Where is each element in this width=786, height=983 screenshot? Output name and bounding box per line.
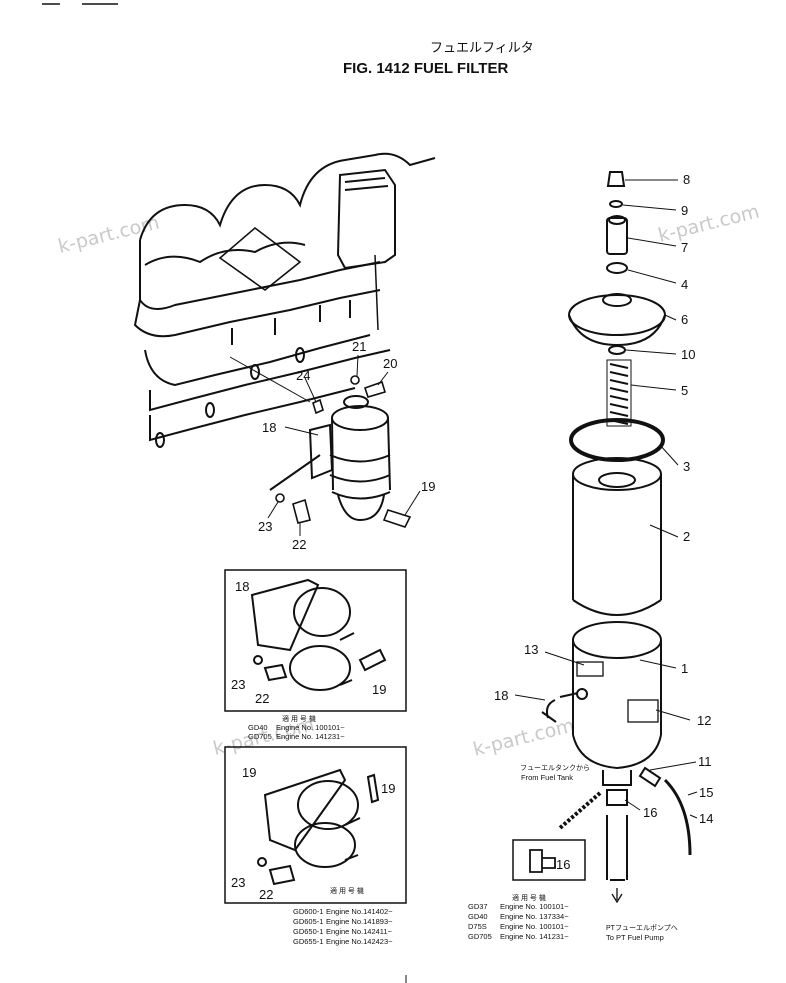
model-label: GD40 bbox=[248, 723, 268, 732]
part-label: 19 bbox=[372, 682, 386, 697]
part-label: 16 bbox=[643, 805, 657, 820]
part-label: 16 bbox=[556, 857, 570, 872]
engine-number: Engine No.142411~ bbox=[326, 927, 393, 936]
part-label: 14 bbox=[699, 811, 713, 826]
inset-3-applicability: 適 用 号 機 GD37 Engine No. 100101~ GD40 Eng… bbox=[468, 893, 569, 941]
inset-2-applicability: 適 用 号 機 GD600-1 Engine No.141402~ GD605-… bbox=[293, 886, 393, 946]
watermark: k-part.com bbox=[471, 714, 577, 760]
part-label: 23 bbox=[231, 875, 245, 890]
part-label: 18 bbox=[235, 579, 249, 594]
from-tank-jp: フューエルタンクから bbox=[520, 763, 590, 772]
hardware-bolts bbox=[275, 375, 412, 528]
engine-number: Engine No. 141231~ bbox=[500, 932, 569, 941]
model-label: GD37 bbox=[468, 902, 488, 911]
part-label: 12 bbox=[697, 713, 711, 728]
part-label: 24 bbox=[296, 368, 310, 383]
watermark: k-part.com bbox=[656, 200, 762, 246]
part-label: 4 bbox=[681, 277, 688, 292]
part-label: 23 bbox=[231, 677, 245, 692]
inset-box-2 bbox=[224, 746, 407, 904]
main-filter-exploded bbox=[541, 171, 692, 904]
applicability-header: 適 用 号 機 bbox=[512, 893, 546, 902]
inset-1-applicability: 適 用 号 機 GD40 Engine No. 100101~ GD705 En… bbox=[248, 714, 345, 741]
part-label: 23 bbox=[258, 519, 272, 534]
part-label: 18 bbox=[262, 420, 276, 435]
inset-3-fitting bbox=[529, 849, 556, 873]
engine-number: Engine No.142423~ bbox=[326, 937, 393, 946]
to-pump-jp: PTフューエルポンプへ bbox=[606, 924, 678, 932]
model-label: GD40 bbox=[468, 912, 488, 921]
part-label: 11 bbox=[698, 754, 712, 769]
engine-number: Engine No. 137334~ bbox=[500, 912, 569, 921]
leader-lines bbox=[267, 179, 698, 819]
from-tank-label: From Fuel Tank bbox=[521, 773, 573, 782]
part-label: 9 bbox=[681, 203, 688, 218]
model-label: GD655-1 bbox=[293, 937, 323, 946]
model-label: GD705 bbox=[248, 732, 272, 741]
watermark: k-part.com bbox=[56, 211, 162, 257]
engine-number: Engine No. 100101~ bbox=[500, 902, 569, 911]
part-label: 22 bbox=[259, 887, 273, 902]
engine-number: Engine No. 100101~ bbox=[500, 922, 569, 931]
part-label: 19 bbox=[421, 479, 435, 494]
engine-number: Engine No.141893~ bbox=[326, 917, 393, 926]
applicability-header: 適 用 号 機 bbox=[282, 714, 316, 723]
model-label: GD600-1 bbox=[293, 907, 323, 916]
part-label: 1 bbox=[681, 661, 688, 676]
part-label: 19 bbox=[381, 781, 395, 796]
part-label: 7 bbox=[681, 240, 688, 255]
model-label: GD605-1 bbox=[293, 917, 323, 926]
part-label: 8 bbox=[683, 172, 690, 187]
applicability-header: 適 用 号 機 bbox=[330, 886, 364, 895]
inset-1-bracket bbox=[250, 578, 387, 691]
title-japanese: フュエルフィルタ bbox=[430, 40, 534, 55]
part-label: 10 bbox=[681, 347, 695, 362]
part-label: 18 bbox=[494, 688, 508, 703]
part-label: 22 bbox=[255, 691, 269, 706]
part-number-labels: 8 9 7 4 6 10 5 3 2 1 12 13 18 11 15 14 1… bbox=[231, 172, 713, 902]
page-title: FIG. 1412 FUEL FILTER bbox=[343, 60, 508, 77]
leader-line bbox=[229, 356, 311, 403]
engine-number: Engine No. 100101~ bbox=[276, 723, 345, 732]
model-label: GD650-1 bbox=[293, 927, 323, 936]
part-label: 15 bbox=[699, 785, 713, 800]
model-label: GD705 bbox=[468, 932, 492, 941]
part-label: 13 bbox=[524, 642, 538, 657]
part-label: 22 bbox=[292, 537, 306, 552]
part-label: 2 bbox=[683, 529, 690, 544]
part-label: 21 bbox=[352, 339, 366, 354]
part-label: 3 bbox=[683, 459, 690, 474]
engine-block-drawing bbox=[133, 152, 436, 448]
small-filter-assembly bbox=[269, 395, 391, 522]
engine-number: Engine No.141402~ bbox=[326, 907, 393, 916]
inset-box-3 bbox=[512, 839, 586, 881]
inset-2-bracket bbox=[257, 768, 380, 886]
inset-box-1 bbox=[224, 569, 407, 712]
part-label: 5 bbox=[681, 383, 688, 398]
to-pump-label: To PT Fuel Pump bbox=[606, 933, 664, 942]
part-label: 20 bbox=[383, 356, 397, 371]
model-label: D75S bbox=[468, 922, 487, 931]
part-label: 6 bbox=[681, 312, 688, 327]
part-label: 19 bbox=[242, 765, 256, 780]
engine-number: Engine No. 141231~ bbox=[276, 732, 345, 741]
